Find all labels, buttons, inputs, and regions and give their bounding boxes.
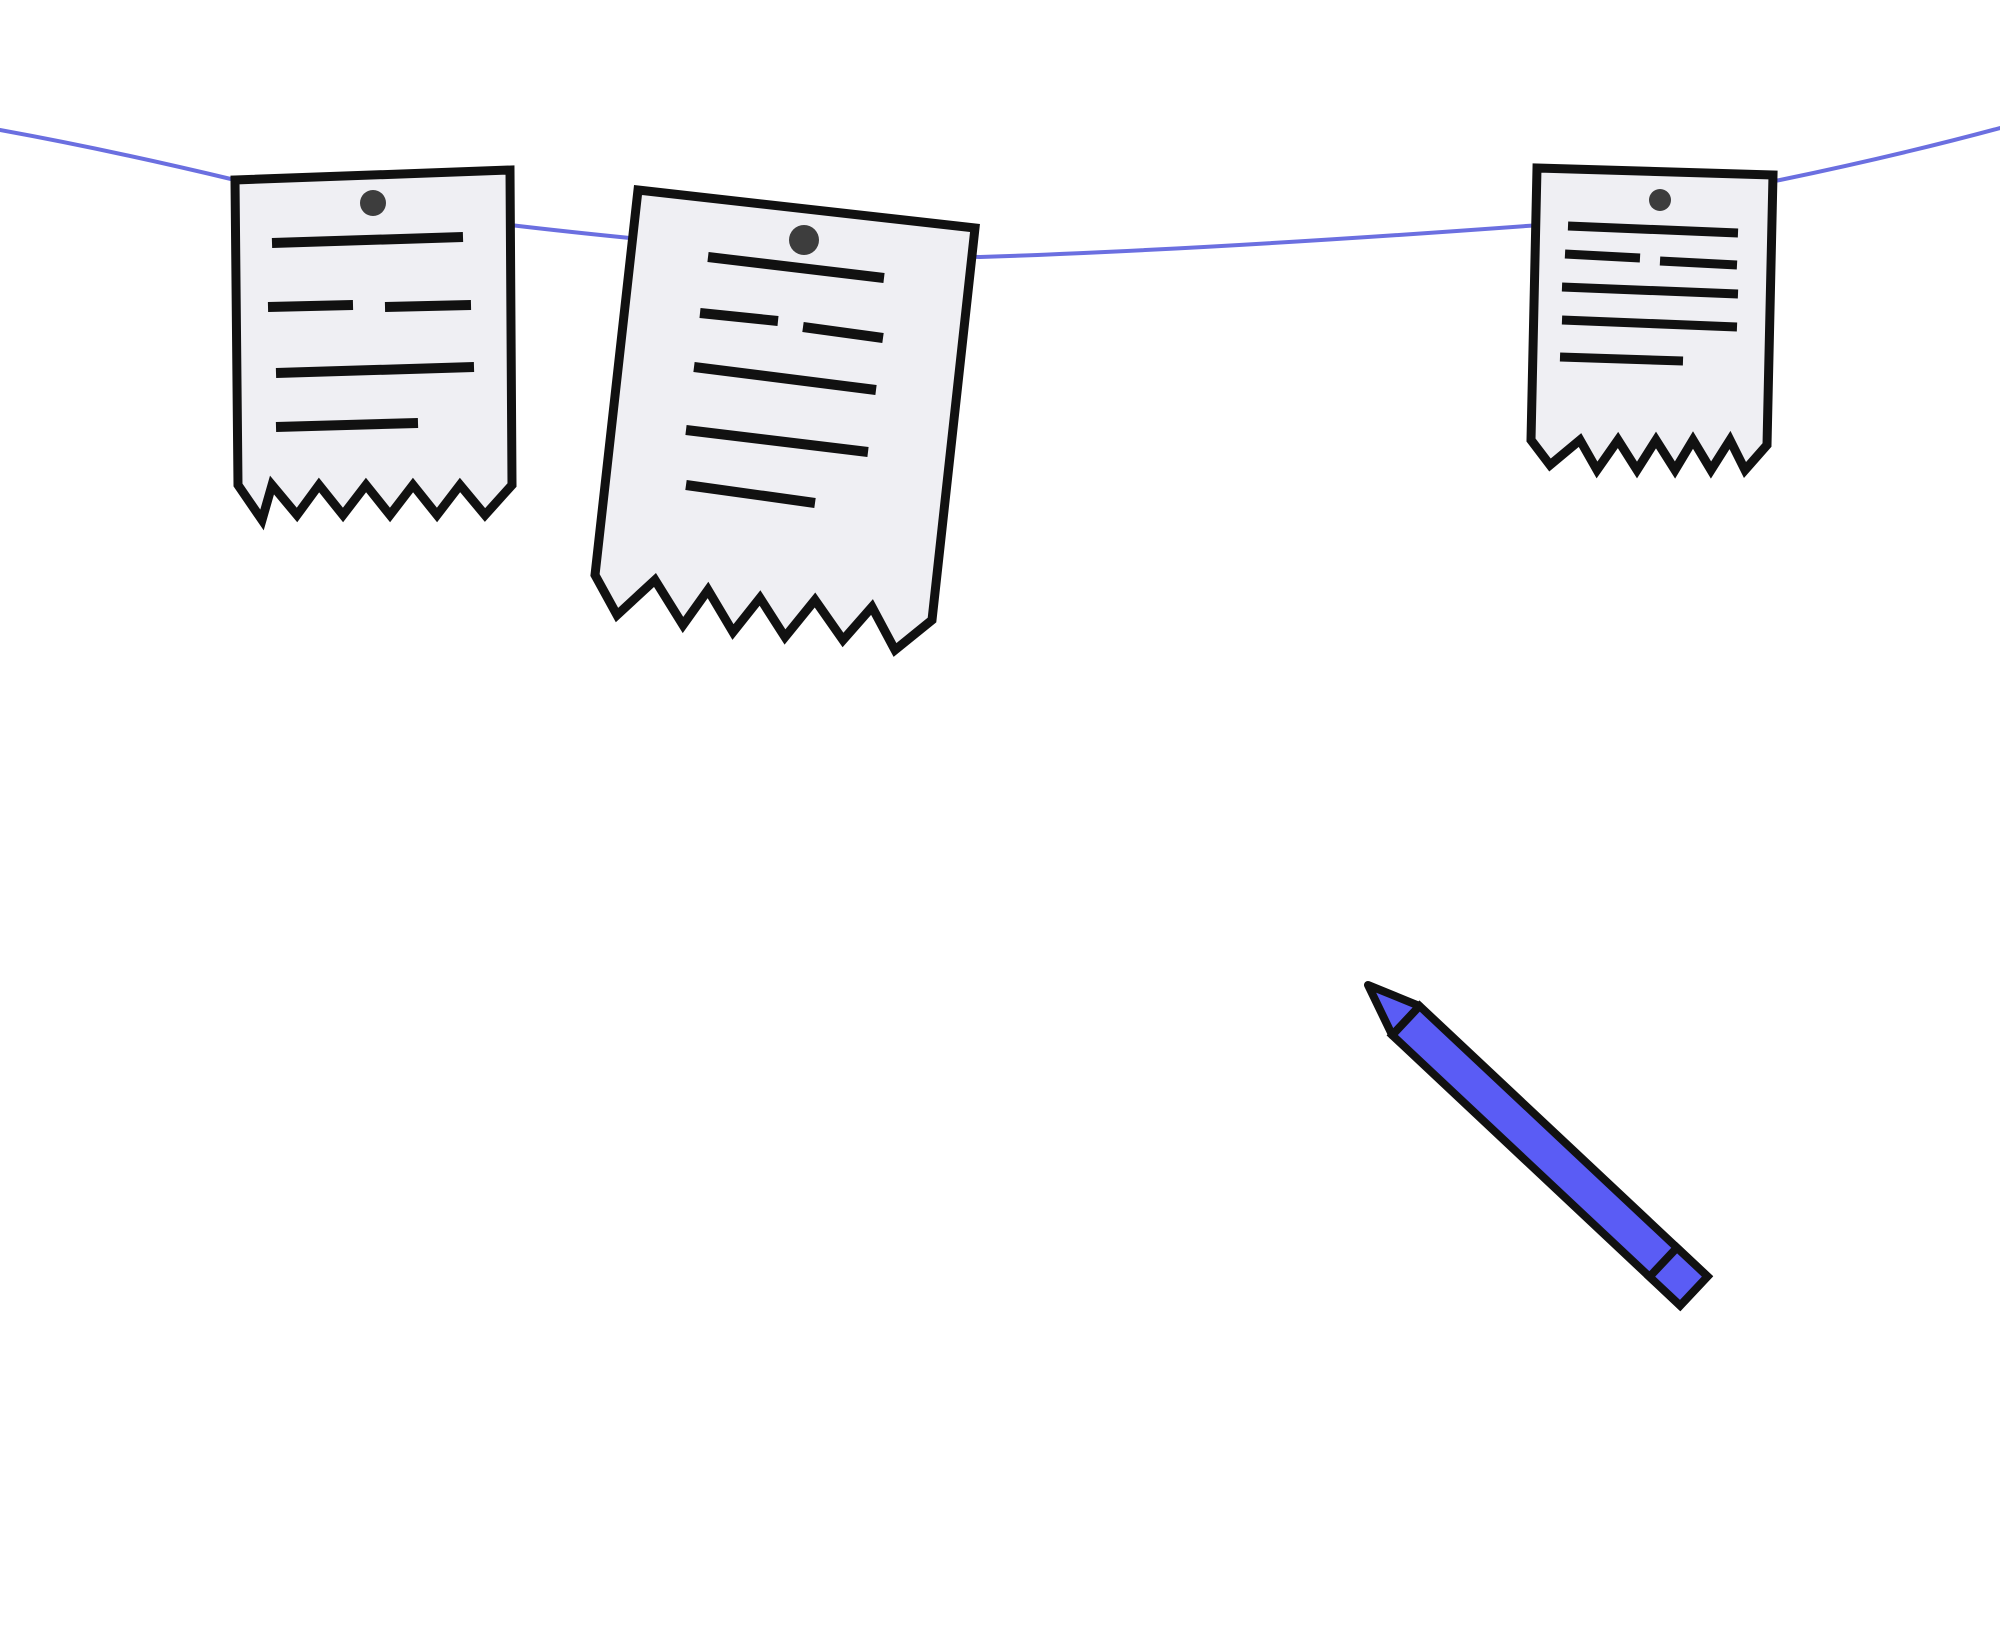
pen-cap bbox=[1643, 1242, 1714, 1312]
pin-icon bbox=[360, 190, 386, 216]
pin-icon bbox=[1649, 189, 1671, 211]
receipt-paper bbox=[1526, 163, 1778, 479]
receipt-text-lines bbox=[267, 232, 475, 432]
receipt-text-lines bbox=[1559, 221, 1739, 366]
clothesline-icon bbox=[0, 126, 2000, 260]
receipt-icon bbox=[1526, 163, 1778, 479]
pin-icon bbox=[789, 225, 819, 255]
receipt-text-lines bbox=[685, 252, 885, 508]
receipt-paper bbox=[590, 185, 980, 657]
receipt-paper bbox=[230, 165, 517, 531]
pen-icon bbox=[1364, 981, 1714, 1312]
receipt-icon bbox=[230, 165, 517, 531]
receipt-icon bbox=[590, 185, 980, 657]
